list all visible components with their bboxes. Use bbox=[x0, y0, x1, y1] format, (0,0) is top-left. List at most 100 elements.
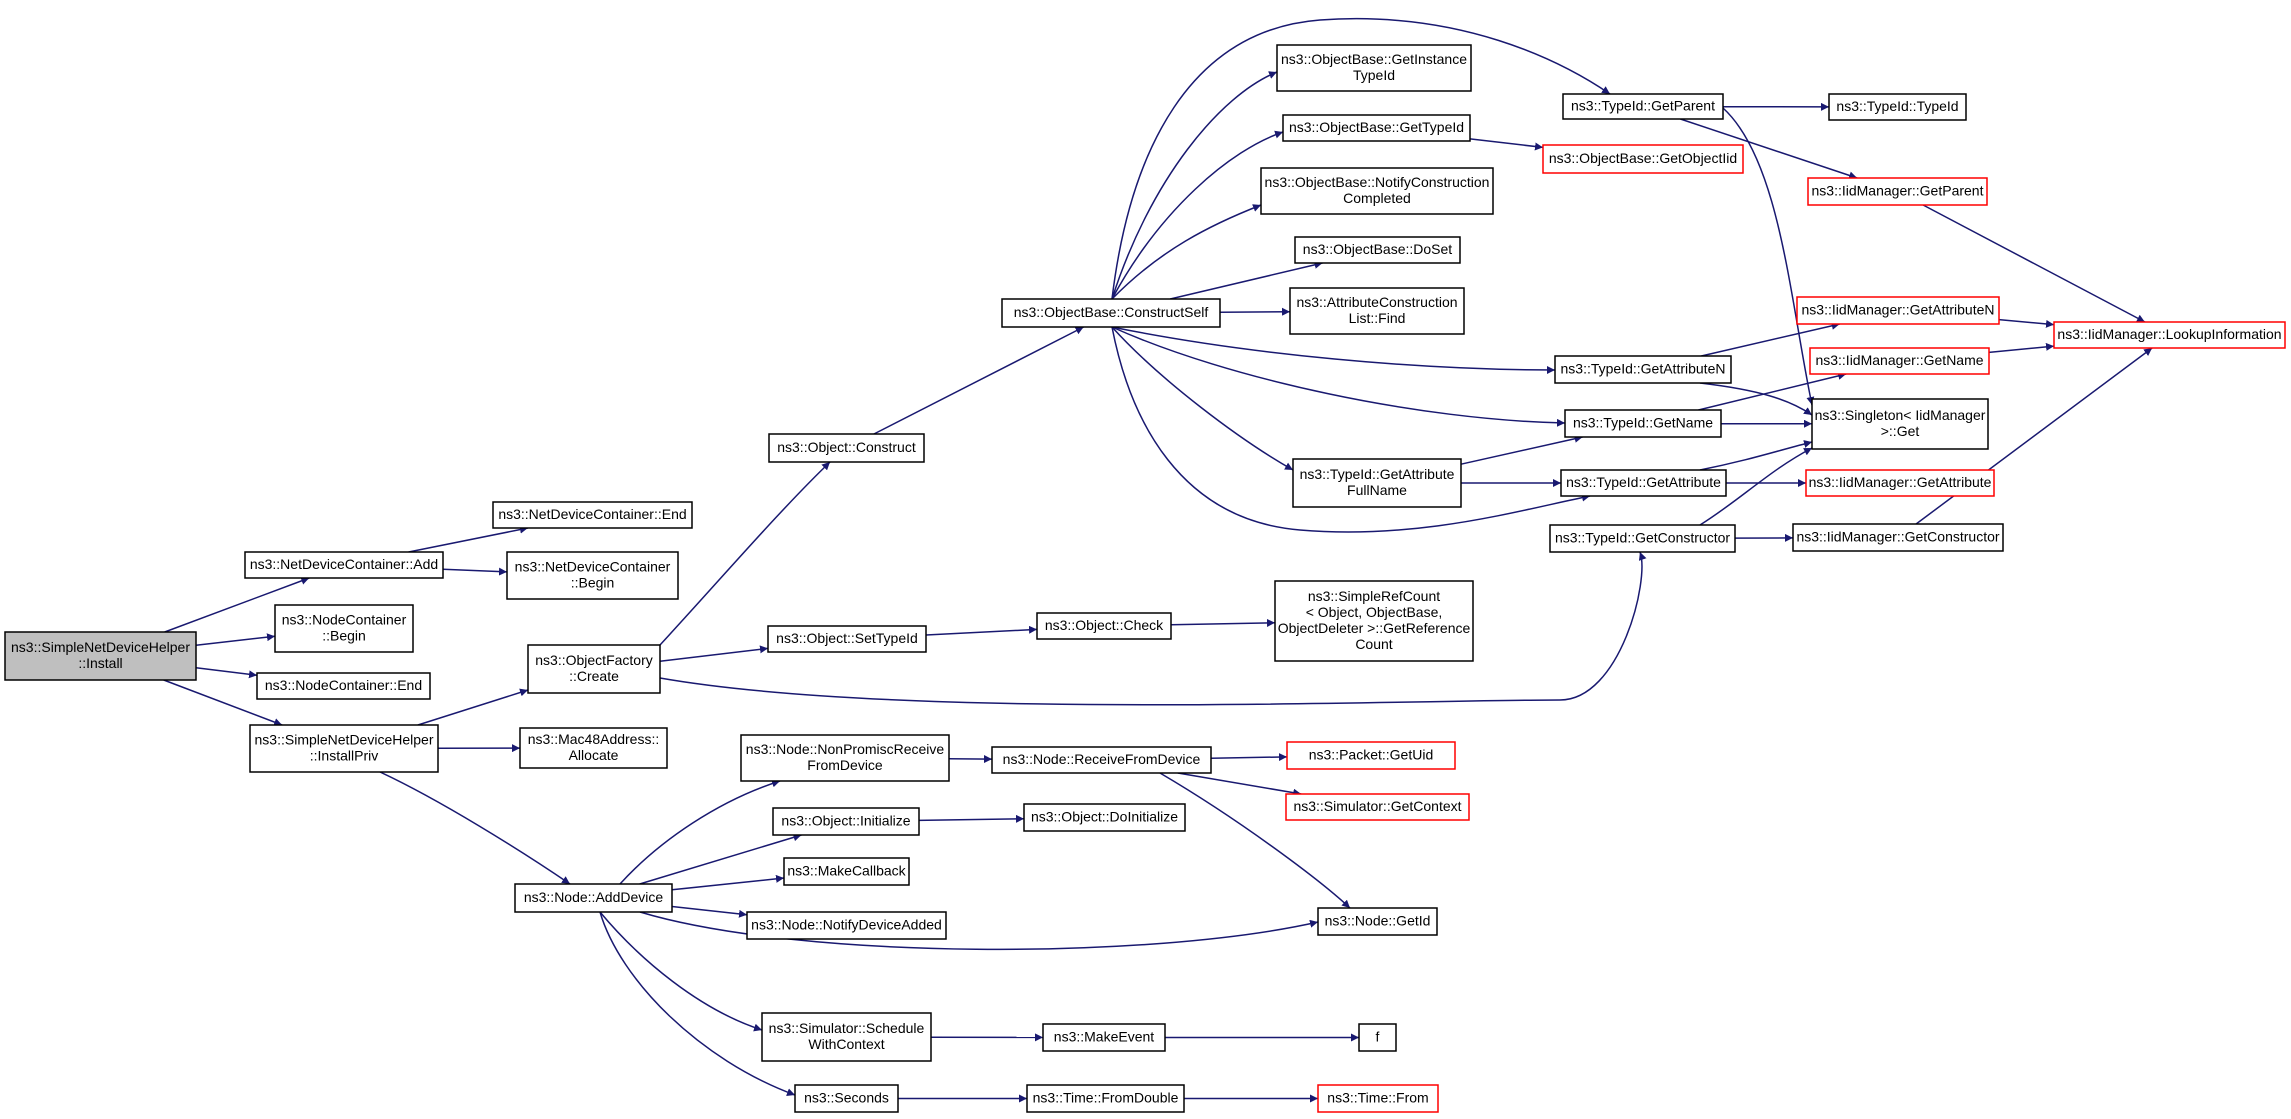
node-ndcEnd[interactable]: ns3::NetDeviceContainer::End bbox=[492, 501, 693, 529]
node-box bbox=[1317, 1084, 1439, 1113]
edge-line bbox=[417, 688, 529, 726]
node-label-line: ns3::ObjectBase::DoSet bbox=[1303, 241, 1453, 257]
node-box bbox=[1564, 409, 1722, 438]
node-box bbox=[519, 727, 668, 769]
node-ncBegin[interactable]: ns3::NodeContainer::Begin bbox=[274, 604, 414, 653]
edge-tidGetAttrN-to-singletonGet bbox=[1699, 382, 1813, 416]
node-box bbox=[1809, 347, 1990, 375]
node-obGetTypeId[interactable]: ns3::ObjectBase::GetTypeId bbox=[1282, 114, 1471, 142]
edge-line bbox=[925, 625, 1038, 636]
node-label-line: ns3::TypeId::GetName bbox=[1573, 415, 1713, 431]
node-installPriv[interactable]: ns3::SimpleNetDeviceHelper::InstallPriv bbox=[249, 724, 439, 773]
edge-tidGetParent-to-iidGetParent bbox=[1680, 118, 1858, 180]
node-f[interactable]: f bbox=[1358, 1023, 1397, 1052]
node-tidGetAttrN[interactable]: ns3::TypeId::GetAttributeN bbox=[1554, 355, 1732, 384]
node-label-line: ns3::IidManager::GetAttributeN bbox=[1802, 302, 1995, 318]
node-box bbox=[1036, 612, 1172, 640]
node-iidGetAttr[interactable]: ns3::IidManager::GetAttribute bbox=[1805, 469, 1995, 497]
edge-line bbox=[1170, 260, 1323, 300]
edge-tidGetConstructor-to-singletonGet bbox=[1699, 447, 1813, 526]
node-singletonGet[interactable]: ns3::Singleton< IidManager>::Get bbox=[1811, 398, 1989, 450]
edge-line bbox=[873, 326, 1084, 435]
node-constructSelf[interactable]: ns3::ObjectBase::ConstructSelf bbox=[1001, 298, 1221, 328]
node-label-line: ns3::Node::GetId bbox=[1325, 913, 1431, 929]
node-box bbox=[1358, 1023, 1397, 1052]
node-iidGetName[interactable]: ns3::IidManager::GetName bbox=[1809, 347, 1990, 375]
node-srcGetRef[interactable]: ns3::SimpleRefCount< Object, ObjectBase,… bbox=[1274, 580, 1474, 662]
node-label-line: Count bbox=[1355, 636, 1392, 652]
node-objInitialize[interactable]: ns3::Object::Initialize bbox=[772, 807, 920, 836]
node-tidGetAttr[interactable]: ns3::TypeId::GetAttribute bbox=[1560, 469, 1727, 497]
node-tidGetParent[interactable]: ns3::TypeId::GetParent bbox=[1562, 93, 1724, 120]
edge-iidGetParent-to-lookupInfo bbox=[1922, 204, 2146, 323]
node-nodeAddDevice[interactable]: ns3::Node::AddDevice bbox=[514, 883, 673, 913]
node-makeCallback[interactable]: ns3::MakeCallback bbox=[783, 857, 910, 886]
node-label-line: ns3::Node::AddDevice bbox=[524, 889, 664, 905]
node-box bbox=[527, 644, 661, 694]
node-label-line: ns3::Packet::GetUid bbox=[1309, 747, 1434, 763]
node-label-line: ns3::SimpleNetDeviceHelper bbox=[11, 639, 190, 655]
node-label-line: ns3::Node::ReceiveFromDevice bbox=[1003, 751, 1201, 767]
node-ncEnd[interactable]: ns3::NodeContainer::End bbox=[256, 672, 431, 700]
node-tidGetConstructor[interactable]: ns3::TypeId::GetConstructor bbox=[1549, 524, 1736, 553]
edge-line bbox=[408, 525, 529, 553]
node-label-line: ns3::NodeContainer bbox=[282, 612, 407, 628]
edge-tidGetName-to-iidGetName bbox=[1698, 372, 1847, 411]
node-label-line: ::Install bbox=[78, 655, 122, 671]
edge-line bbox=[442, 567, 508, 576]
node-tidTypeId[interactable]: ns3::TypeId::TypeId bbox=[1828, 93, 1967, 121]
node-tidGetName[interactable]: ns3::TypeId::GetName bbox=[1564, 409, 1722, 438]
edge-line bbox=[1111, 204, 1262, 300]
node-ndcAdd[interactable]: ns3::NetDeviceContainer::Add bbox=[244, 551, 444, 579]
node-box bbox=[1807, 177, 1988, 206]
node-makeEvent[interactable]: ns3::MakeEvent bbox=[1042, 1023, 1166, 1052]
edge-line bbox=[1699, 440, 1813, 471]
node-macAllocate[interactable]: ns3::Mac48Address::Allocate bbox=[519, 727, 668, 769]
node-box bbox=[249, 724, 439, 773]
node-iidGetConstructor[interactable]: ns3::IidManager::GetConstructor bbox=[1792, 523, 2004, 552]
node-notifyConstruction[interactable]: ns3::ObjectBase::NotifyConstructionCompl… bbox=[1260, 167, 1494, 215]
node-label-line: ns3::NetDeviceContainer::End bbox=[498, 506, 686, 522]
node-lookupInfo[interactable]: ns3::IidManager::LookupInformation bbox=[2053, 321, 2286, 349]
edge-line bbox=[1722, 107, 1815, 406]
node-ndcBegin[interactable]: ns3::NetDeviceContainer::Begin bbox=[506, 551, 679, 600]
node-box bbox=[514, 883, 673, 913]
node-timeFromDouble[interactable]: ns3::Time::FromDouble bbox=[1026, 1084, 1185, 1113]
node-nodeGetId[interactable]: ns3::Node::GetId bbox=[1317, 907, 1438, 936]
node-seconds[interactable]: ns3::Seconds bbox=[794, 1084, 899, 1113]
node-label-line: ns3::TypeId::GetAttributeN bbox=[1561, 361, 1726, 377]
node-simGetContext[interactable]: ns3::Simulator::GetContext bbox=[1285, 793, 1470, 821]
node-packetGetUid[interactable]: ns3::Packet::GetUid bbox=[1286, 741, 1456, 770]
node-objCheck[interactable]: ns3::Object::Check bbox=[1036, 612, 1172, 640]
node-root[interactable]: ns3::SimpleNetDeviceHelper::Install bbox=[4, 631, 197, 681]
node-label-line: ns3::IidManager::GetName bbox=[1815, 352, 1983, 368]
edge-line bbox=[1170, 618, 1276, 627]
node-iidGetParent[interactable]: ns3::IidManager::GetParent bbox=[1807, 177, 1988, 206]
node-getObjectIid[interactable]: ns3::ObjectBase::GetObjectIid bbox=[1542, 144, 1744, 174]
node-notifyDeviceAdded[interactable]: ns3::Node::NotifyDeviceAdded bbox=[746, 911, 947, 940]
node-timeFrom[interactable]: ns3::Time::From bbox=[1317, 1084, 1439, 1113]
node-receiveFromDevice[interactable]: ns3::Node::ReceiveFromDevice bbox=[991, 746, 1212, 774]
edge-line bbox=[1998, 318, 2055, 328]
node-box bbox=[274, 604, 414, 653]
node-ofCreate[interactable]: ns3::ObjectFactory::Create bbox=[527, 644, 661, 694]
edge-constructSelf-to-notifyConstruction bbox=[1111, 204, 1262, 300]
node-layer: ns3::SimpleNetDeviceHelper::Installns3::… bbox=[4, 44, 2286, 1113]
node-label-line: ns3::TypeId::GetAttribute bbox=[1566, 474, 1721, 490]
node-objDoInitialize[interactable]: ns3::Object::DoInitialize bbox=[1023, 803, 1186, 832]
node-box bbox=[761, 1012, 932, 1062]
node-doSet[interactable]: ns3::ObjectBase::DoSet bbox=[1294, 236, 1461, 264]
node-objConstruct[interactable]: ns3::Object::Construct bbox=[768, 433, 925, 463]
edge-line bbox=[1698, 372, 1847, 411]
edge-root-to-installPriv bbox=[163, 679, 283, 726]
node-objSetTypeId[interactable]: ns3::Object::SetTypeId bbox=[767, 625, 927, 653]
edge-line bbox=[671, 905, 748, 918]
node-iidGetAttrN[interactable]: ns3::IidManager::GetAttributeN bbox=[1796, 296, 2000, 325]
node-label-line: ns3::Object::Construct bbox=[777, 439, 916, 455]
